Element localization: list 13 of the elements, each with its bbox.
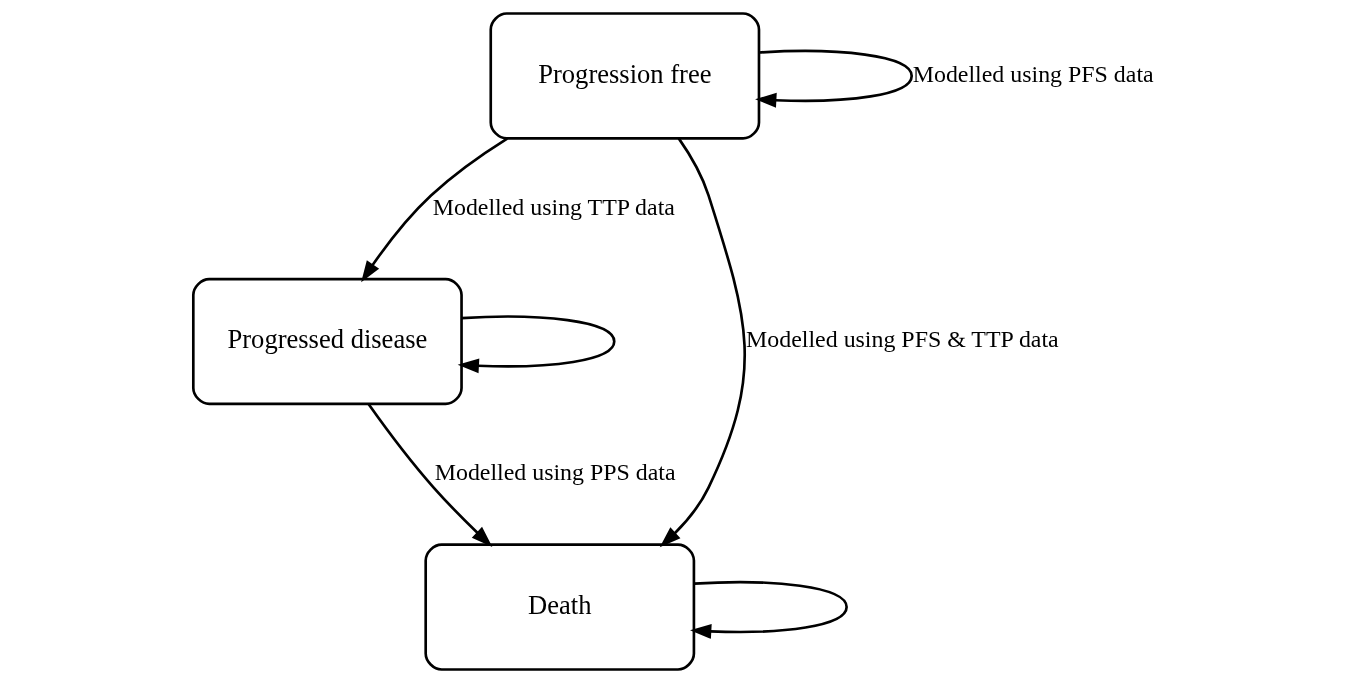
node-box: Progressed disease [192,277,463,406]
arrow [367,403,493,547]
edge-label: Modelled using PFS data [912,60,1154,87]
node-box: Progression free [489,12,761,140]
node-box: Death [424,543,696,671]
edge-label: Modelled using PPS data [434,459,676,486]
arrow [755,49,914,108]
edge-label: Modelled using PFS & TTP data [746,326,1059,353]
arrow [690,580,848,639]
arrow [659,137,746,548]
edge-label: Modelled using TTP data [432,193,675,220]
arrow [457,315,616,374]
arrow [361,137,508,283]
